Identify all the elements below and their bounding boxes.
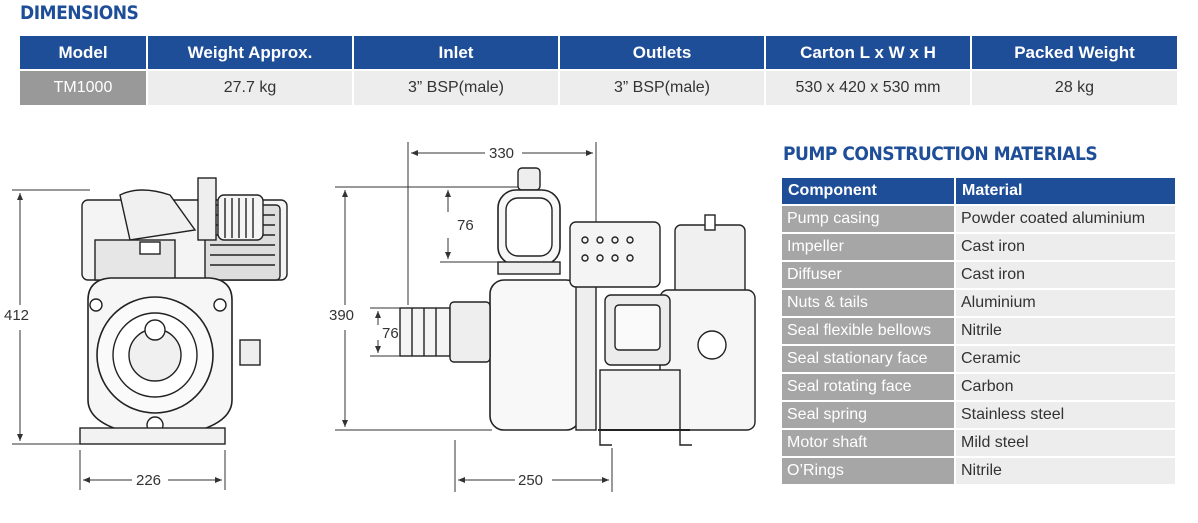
side-length-label: 330 <box>489 145 515 162</box>
front-view-drawing <box>79 177 288 445</box>
header-weight: Weight Approx. <box>148 36 352 69</box>
materials-header-row: Component Material <box>782 178 1175 204</box>
material-cell: Nitrile <box>956 458 1175 484</box>
materials-title: PUMP CONSTRUCTION MATERIALS <box>783 143 1098 165</box>
material-cell: Cast iron <box>956 234 1175 260</box>
header-model: Model <box>20 36 146 69</box>
front-width-label: 226 <box>136 472 162 489</box>
component-cell: Seal stationary face <box>782 346 954 372</box>
header-material: Material <box>956 178 1175 204</box>
dimensions-table: Model Weight Approx. Inlet Outlets Carto… <box>18 36 1179 105</box>
component-cell: Motor shaft <box>782 430 954 456</box>
material-cell: Mild steel <box>956 430 1175 456</box>
side-dimension-lines <box>335 142 613 492</box>
material-cell: Aluminium <box>956 290 1175 316</box>
front-height-label: 412 <box>4 307 30 324</box>
component-cell: Seal flexible bellows <box>782 318 954 344</box>
dimensions-title: DIMENSIONS <box>20 2 139 24</box>
header-packed-weight: Packed Weight <box>972 36 1177 69</box>
dimensions-data-row: TM1000 27.7 kg 3” BSP(male) 3” BSP(male)… <box>20 69 1177 105</box>
material-cell: Carbon <box>956 374 1175 400</box>
front-dimension-lines <box>12 189 226 490</box>
header-outlets: Outlets <box>560 36 764 69</box>
material-cell: Stainless steel <box>956 402 1175 428</box>
cell-outlets: 3” BSP(male) <box>560 69 764 105</box>
side-height-label: 390 <box>329 307 355 324</box>
header-carton: Carton L x W x H <box>766 36 970 69</box>
material-cell: Cast iron <box>956 262 1175 288</box>
material-cell: Ceramic <box>956 346 1175 372</box>
pump-technical-drawing <box>12 142 756 492</box>
header-component: Component <box>782 178 954 204</box>
component-cell: Nuts & tails <box>782 290 954 316</box>
side-view-drawing <box>399 167 756 446</box>
cell-inlet: 3” BSP(male) <box>354 69 558 105</box>
component-cell: Seal spring <box>782 402 954 428</box>
component-cell: Seal rotating face <box>782 374 954 400</box>
component-cell: Diffuser <box>782 262 954 288</box>
material-cell: Nitrile <box>956 318 1175 344</box>
inlet-height-label: 76 <box>382 325 399 342</box>
cell-packed-weight: 28 kg <box>972 69 1177 105</box>
component-cell: Impeller <box>782 234 954 260</box>
cell-weight: 27.7 kg <box>148 69 352 105</box>
component-cell: O’Rings <box>782 458 954 484</box>
component-cell: Pump casing <box>782 206 954 232</box>
outlet-offset-label: 76 <box>457 217 474 234</box>
header-inlet: Inlet <box>354 36 558 69</box>
cell-carton: 530 x 420 x 530 mm <box>766 69 970 105</box>
base-length-label: 250 <box>518 472 544 489</box>
dimensions-header-row: Model Weight Approx. Inlet Outlets Carto… <box>20 36 1177 69</box>
cell-model: TM1000 <box>20 69 146 105</box>
material-cell: Powder coated aluminium <box>956 206 1175 232</box>
